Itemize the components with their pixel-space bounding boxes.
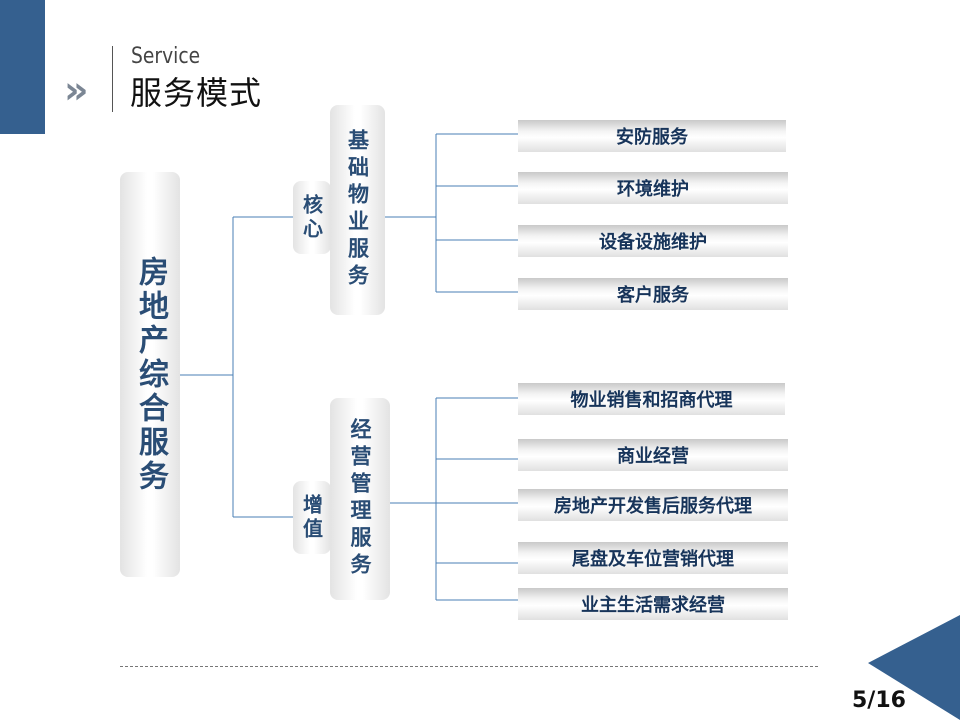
leaf-item: 安防服务 <box>518 120 786 152</box>
leaf-item: 商业经营 <box>518 439 788 471</box>
category-node-value-added: 增值 <box>293 481 331 554</box>
page-title: 服务模式 <box>130 74 263 112</box>
sub-node-operation-management-service: 经营管理服务 <box>330 398 390 600</box>
title-divider <box>112 46 113 112</box>
page-number: 5/16 <box>852 688 906 713</box>
sub-node-label: 基础物业服务 <box>345 129 370 291</box>
category-node-label: 增值 <box>299 493 324 542</box>
leaf-item: 业主生活需求经营 <box>518 588 788 620</box>
sub-node-basic-property-service: 基础物业服务 <box>330 105 385 315</box>
category-node-core: 核心 <box>293 181 331 254</box>
category-node-label: 核心 <box>299 193 324 242</box>
footer-divider <box>120 666 818 667</box>
leaf-item: 客户服务 <box>518 278 788 310</box>
corner-triangle-decoration <box>868 615 960 720</box>
page-title-english: Service <box>131 44 201 69</box>
root-node: 房地产综合服务 <box>120 172 180 577</box>
leaf-item: 物业销售和招商代理 <box>518 383 785 415</box>
leaf-item: 尾盘及车位营销代理 <box>518 542 788 574</box>
leaf-item: 房地产开发售后服务代理 <box>518 489 788 521</box>
root-node-label: 房地产综合服务 <box>133 255 168 494</box>
sub-node-label: 经营管理服务 <box>348 418 372 580</box>
corner-accent-rect <box>0 0 45 134</box>
leaf-item: 设备设施维护 <box>518 225 788 257</box>
leaf-item: 环境维护 <box>518 172 788 204</box>
